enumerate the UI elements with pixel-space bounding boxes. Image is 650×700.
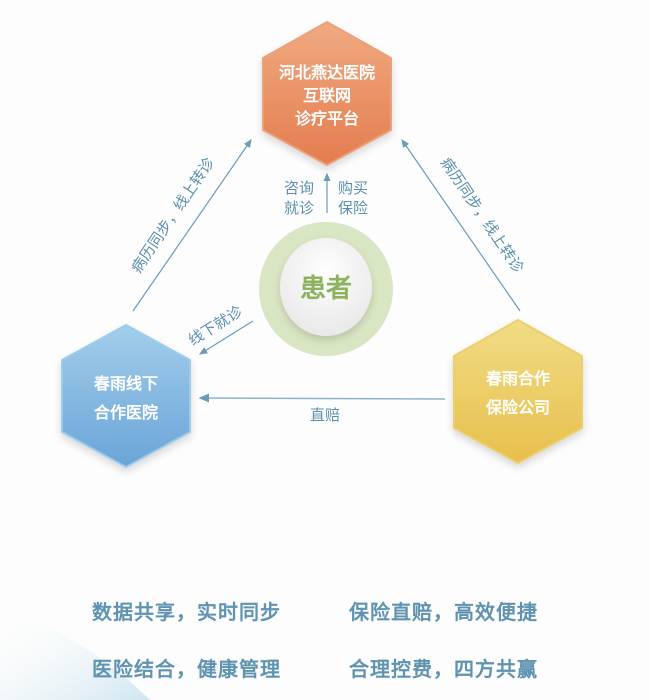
insurer-hexagon: [453, 319, 583, 464]
edge-label-offline: 线下就诊: [185, 302, 245, 349]
hospital-line-1: 春雨线下: [93, 374, 158, 393]
arrow-direct: [198, 393, 446, 403]
feature-2: 保险直赔，高效便捷: [349, 600, 538, 624]
edge-label-buy-2: 保险: [338, 199, 368, 217]
edge-label-buy-1: 购买: [338, 179, 368, 197]
platform-line-3: 诊疗平台: [295, 109, 359, 128]
corner-decoration: [0, 605, 150, 700]
edge-label-left: 病历同步，线上转诊: [128, 154, 218, 276]
edge-label-consult-1: 咨询: [284, 179, 314, 197]
edge-label-direct: 直赔: [310, 406, 340, 424]
patient-circle: [280, 238, 372, 336]
arrow-left-up: [132, 139, 252, 312]
platform-hexagon: [262, 21, 392, 166]
edge-label-consult-2: 就诊: [284, 199, 314, 217]
hospital-line-2: 合作医院: [94, 403, 158, 422]
edge-label-right: 病历同步，线上转诊: [437, 154, 527, 276]
hospital-hexagon: [61, 324, 191, 468]
arrow-right-up: [401, 139, 521, 312]
patient-label: 患者: [300, 274, 352, 304]
feature-3: 医险结合，健康管理: [92, 657, 281, 681]
feature-1: 数据共享，实时同步: [92, 600, 281, 624]
feature-4: 合理控费，四方共赢: [349, 657, 538, 681]
insurer-line-2: 保险公司: [485, 398, 550, 417]
platform-line-1: 河北燕达医院: [279, 63, 375, 82]
platform-line-2: 互联网: [303, 86, 351, 105]
insurer-line-1: 春雨合作: [485, 369, 550, 388]
arrow-offline: [198, 320, 254, 355]
